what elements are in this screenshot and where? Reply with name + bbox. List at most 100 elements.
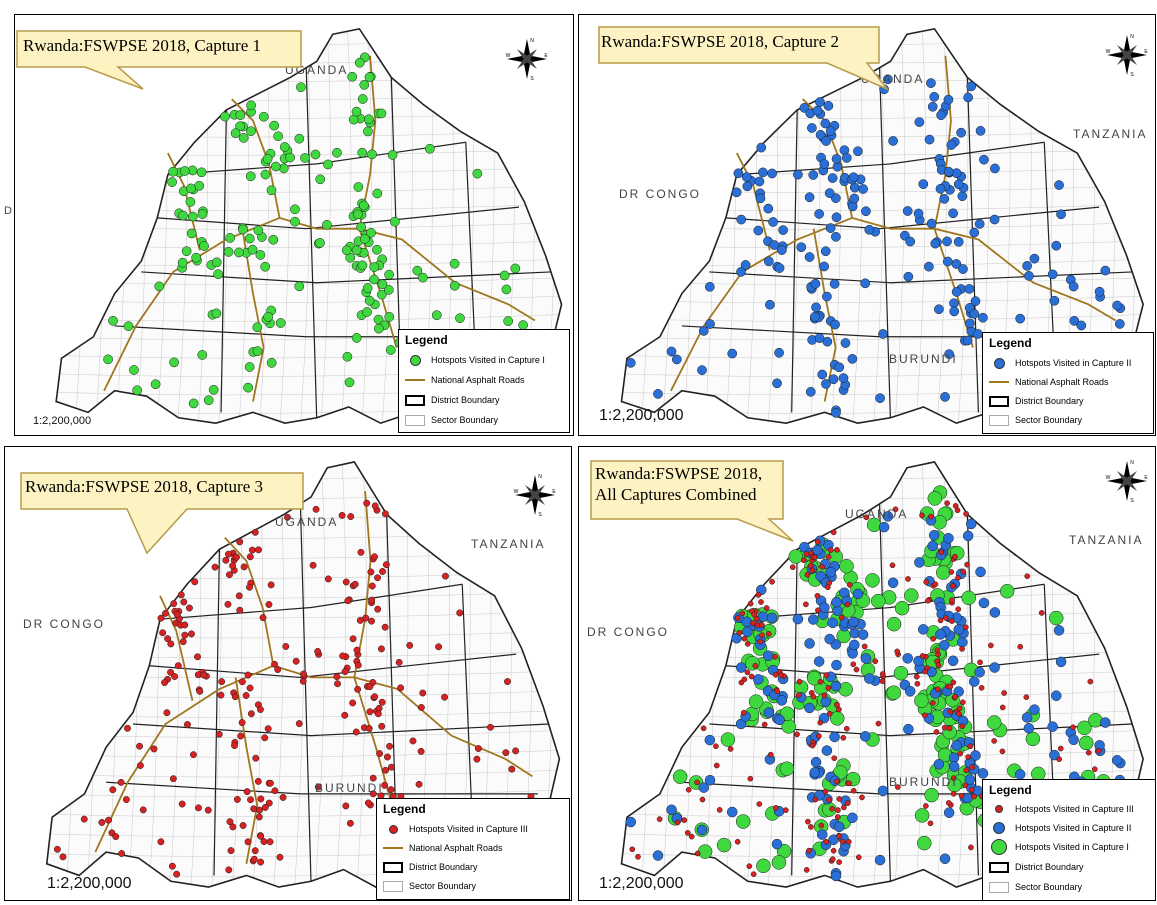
hotspot-marker [698, 782, 710, 793]
hotspot-marker [186, 183, 196, 194]
hotspot-marker [757, 638, 764, 645]
hotspot-marker [810, 311, 820, 322]
hotspot-marker [820, 118, 831, 129]
blue-dot-icon [993, 822, 1005, 834]
hotspot-marker [829, 856, 836, 863]
hotspot-marker [850, 787, 857, 794]
hotspot-marker [820, 696, 831, 707]
hotspot-marker [914, 117, 925, 127]
hotspot-marker [366, 227, 376, 238]
legend-item-district: District Boundary [405, 392, 500, 408]
hotspot-marker [180, 598, 188, 606]
hotspot-marker [270, 161, 281, 172]
hotspot-marker [963, 767, 970, 774]
country-label-dr-congo: DR CONGO [619, 187, 701, 201]
hotspot-marker [918, 179, 929, 189]
hotspot-marker [382, 561, 390, 569]
hotspot-marker [290, 204, 300, 215]
hotspot-marker [827, 617, 838, 629]
hotspot-marker [991, 738, 998, 744]
hotspot-marker [379, 568, 386, 575]
legend-item-sector: Sector Boundary [383, 878, 476, 894]
hotspot-marker [196, 167, 207, 178]
hotspot-marker [735, 814, 751, 829]
hotspot-marker [284, 513, 291, 521]
hotspot-marker [217, 691, 225, 699]
hotspot-marker [974, 219, 985, 229]
hotspot-marker [949, 298, 959, 309]
hotspot-marker [1025, 731, 1041, 747]
hotspot-marker [744, 669, 751, 676]
hotspot-marker [927, 491, 943, 506]
hotspot-marker [964, 318, 975, 329]
hotspot-marker [924, 787, 939, 803]
hotspot-marker [776, 695, 788, 706]
hotspot-marker [424, 143, 435, 154]
map-panel-capture-2: UGANDA TANZANIA DR CONGO BURUNDI Rwanda:… [578, 14, 1156, 436]
legend-item-district: District Boundary [989, 859, 1084, 875]
hotspot-marker [853, 146, 863, 157]
hotspot-marker [831, 659, 842, 671]
hotspot-marker [118, 850, 126, 857]
hotspot-marker [763, 203, 774, 214]
hotspot-marker [978, 684, 985, 691]
hotspot-marker [1047, 721, 1058, 732]
hotspot-marker [826, 710, 833, 717]
hotspot-marker [239, 822, 247, 829]
road-line-icon [405, 379, 425, 381]
hotspot-marker [968, 844, 974, 851]
hotspot-marker [889, 562, 896, 569]
hotspot-marker [246, 684, 254, 692]
legend-item-capture-3: Hotspots Visited in Capture III [989, 801, 1134, 817]
hotspot-marker [935, 662, 942, 669]
hotspot-marker [1100, 717, 1111, 728]
hotspot-marker [357, 94, 368, 104]
hotspot-marker [968, 676, 980, 687]
hotspot-marker [322, 219, 332, 230]
hotspot-marker [225, 233, 235, 243]
rwanda-map [55, 27, 563, 425]
hotspot-marker [368, 596, 376, 604]
hotspot-marker [888, 136, 898, 146]
hotspot-marker [838, 373, 849, 383]
hotspot-marker [681, 817, 688, 824]
hotspot-marker [914, 557, 925, 568]
hotspot-marker [822, 788, 829, 795]
hotspot-marker [922, 803, 929, 809]
hotspot-marker [930, 635, 937, 642]
hotspot-marker [914, 680, 921, 687]
hotspot-marker [937, 617, 944, 624]
hotspot-marker [243, 382, 253, 393]
hotspot-marker [962, 624, 969, 631]
hotspot-marker [959, 646, 965, 652]
hotspot-marker [788, 549, 803, 564]
hotspot-marker [927, 820, 934, 827]
hotspot-marker [371, 553, 378, 561]
hotspot-marker [342, 802, 350, 810]
blue-dot-icon [993, 357, 1005, 369]
hotspot-marker [913, 673, 920, 680]
hotspot-marker [295, 720, 303, 728]
hotspot-marker [765, 631, 772, 637]
hotspot-marker [1051, 240, 1062, 251]
hotspot-marker [966, 81, 977, 92]
hotspot-marker [943, 166, 954, 177]
hotspot-marker [829, 279, 840, 289]
hotspot-marker [315, 174, 326, 185]
hotspot-marker [353, 182, 364, 192]
hotspot-marker [941, 724, 948, 731]
hotspot-marker [827, 547, 834, 553]
hotspot-marker [225, 866, 233, 874]
hotspot-marker [759, 632, 765, 639]
hotspot-marker [738, 679, 745, 686]
hotspot-marker [1070, 724, 1076, 731]
hotspot-marker [163, 709, 171, 717]
hotspot-marker [349, 699, 357, 707]
hotspot-marker [778, 225, 788, 235]
hotspot-marker [955, 606, 962, 613]
hotspot-marker [700, 725, 707, 732]
hotspot-marker [872, 658, 879, 665]
hotspot-marker [418, 272, 428, 283]
hotspot-marker [397, 684, 405, 692]
